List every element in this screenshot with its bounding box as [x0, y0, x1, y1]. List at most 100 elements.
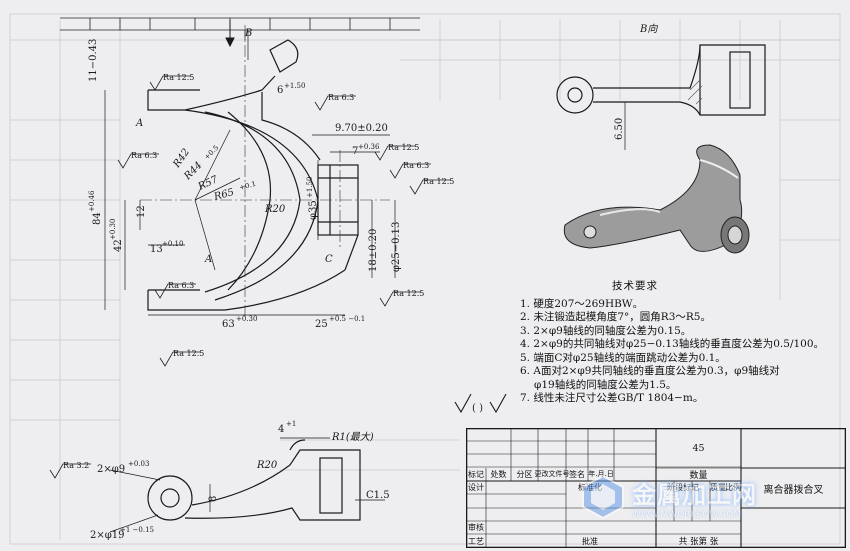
tb-process: 工艺 [468, 536, 484, 546]
tb-sign: 签名 [569, 469, 585, 479]
tb-scale: 比例 [725, 483, 741, 492]
dim-6: 6 [277, 85, 283, 96]
tb-date: 年.月.日 [588, 470, 614, 478]
tb-zone: 分区 [516, 469, 533, 479]
b-view-label: B向 [639, 23, 658, 35]
dim-phi35: φ35 [308, 200, 319, 220]
tb-weight: 质量 [710, 483, 726, 492]
dim-7: 7 [352, 146, 358, 157]
label-c: C [325, 254, 333, 265]
dim-42: 42 [113, 239, 124, 252]
b-view-dims [615, 87, 640, 150]
ra-5: Ra 6.3 [403, 161, 429, 170]
dim-84-tol: +0.46 [88, 190, 96, 212]
view-arrow-b [225, 20, 235, 48]
tech-title: 技术要求 [612, 280, 658, 292]
dim-r44-tol: +0.5 [203, 144, 221, 162]
general-finish-paren: ( ) [472, 403, 483, 414]
dim-r20b: R20 [256, 460, 278, 471]
dim-r1: R1(最大) [331, 431, 374, 443]
ra-2: Ra 6.3 [328, 93, 354, 102]
centerlines [140, 25, 390, 320]
ra-3: Ra 6.3 [131, 151, 157, 160]
tech-item-6-cont: φ19轴线的同轴度公差为1.5。 [534, 378, 677, 391]
watermark-sub: WWW.MWORKSOW.COM [632, 509, 742, 520]
ra-10: Ra 3.2 [63, 461, 89, 470]
tb-mark: 标记 [468, 469, 484, 479]
tb-design: 设计 [468, 483, 484, 492]
fork-main-view [147, 75, 359, 311]
dim-r44: R44 [182, 160, 205, 183]
dim-12: 12 [136, 205, 147, 218]
dim-phi19-tol: +1 −0.15 [120, 526, 154, 534]
title-block-grid [466, 428, 846, 548]
lower-detail-texts: 4 +1 R1(最大) R20 2×φ9 +0.03 8 C1.5 2×φ19 … [90, 420, 390, 541]
dim-r20: R20 [264, 204, 286, 215]
watermark-logo-icon [582, 474, 624, 520]
dim-42-tol: +0.30 [109, 219, 117, 240]
roughness-marks [49, 75, 451, 479]
tb-part-name: 离合器拨合叉 [763, 484, 824, 496]
dim-8: 8 [208, 496, 219, 502]
tb-approve: 批准 [582, 536, 598, 546]
label-a-top: A [135, 118, 143, 129]
dim-63-tol: +0.30 [236, 315, 257, 323]
dim-7-tol: +0.36 [358, 143, 380, 151]
dim-63: 63 [222, 319, 235, 330]
b-view [556, 44, 766, 116]
tech-item-7: 7. 线性未注尺寸公差GB/T 1804−m。 [520, 392, 704, 404]
dim-4-tol: +1 [286, 420, 296, 428]
b-view-hatch [687, 79, 703, 105]
dim-phi25: φ25−0.13 [391, 222, 402, 272]
tech-item-4: 4. 2×φ9的共同轴线对φ25−0.13轴线的垂直度公差为0.5/100。 [520, 338, 825, 350]
ra-4: Ra 12.5 [388, 143, 419, 152]
dim-13-tol: +0.10 [162, 240, 183, 248]
lower-detail-view [147, 439, 361, 521]
tb-stage: 阶段标记 [667, 483, 699, 492]
iso-render [563, 144, 750, 254]
tech-item-5: 5. 端面C对φ25轴线的端面跳动公差为0.1。 [520, 351, 726, 364]
site-watermark: 金属加工网 WWW.MWORKSOW.COM [580, 462, 830, 532]
dim-phi35-tol: +1.50 [306, 177, 314, 198]
background-ghost-grid [9, 13, 841, 545]
dimension-lines [104, 30, 396, 316]
tech-item-3: 3. 2×φ9轴线的同轴度公差为0.15。 [520, 324, 692, 337]
dim-r65-tol: +0.1 [238, 180, 256, 192]
detail-slot [269, 39, 299, 73]
ra-8: Ra 6.3 [168, 281, 194, 290]
label-a-bottom: A [204, 254, 212, 265]
dim-13: 13 [150, 244, 163, 255]
view-arrow-label: B [244, 28, 252, 39]
tb-change-doc: 更改文件号 [534, 470, 570, 478]
tb-quantity: 数量 [689, 471, 708, 481]
ra-1: Ra 12.5 [163, 73, 194, 82]
tb-count: 处数 [490, 469, 507, 479]
dim-18: 18±0.20 [368, 229, 379, 272]
dim-11: 11−0.43 [88, 39, 99, 82]
dim-84: 84 [92, 212, 103, 225]
ra-9: Ra 12.5 [173, 349, 204, 358]
dim-25-tol: +0.5 −0.1 [329, 315, 365, 323]
dim-r65: R65 [212, 187, 235, 203]
tech-item-2: 2. 未注锻造起模角度7°，圆角R3～R5。 [520, 311, 711, 323]
tb-review: 审核 [468, 523, 484, 532]
dim-phi9: 2×φ9 [97, 464, 125, 475]
dim-r57: R57 [196, 174, 220, 193]
tb-sheets: 共 张第 张 [678, 537, 719, 547]
watermark-text: 金属加工网 [632, 480, 757, 509]
dim-c15: C1.5 [366, 490, 390, 501]
tech-item-6: 6. A面对2×φ9共同轴线的垂直度公差为0.3，φ9轴线对 [520, 365, 780, 377]
dim-650: 6.50 [614, 118, 625, 140]
dim-6-tol: +1.50 [284, 82, 305, 90]
general-finish-mark [454, 393, 507, 414]
dim-25: 25 [315, 319, 328, 330]
dim-970: 9.70±0.20 [335, 123, 388, 134]
tech-item-1: 1. 硬度207～269HBW。 [520, 297, 644, 310]
top-frame-strip [60, 17, 420, 31]
ra-7: Ra 12.5 [393, 289, 424, 298]
dim-phi9-tol: +0.03 [128, 460, 149, 468]
ra-6: Ra 12.5 [423, 177, 454, 186]
lower-detail-dims [109, 437, 385, 533]
